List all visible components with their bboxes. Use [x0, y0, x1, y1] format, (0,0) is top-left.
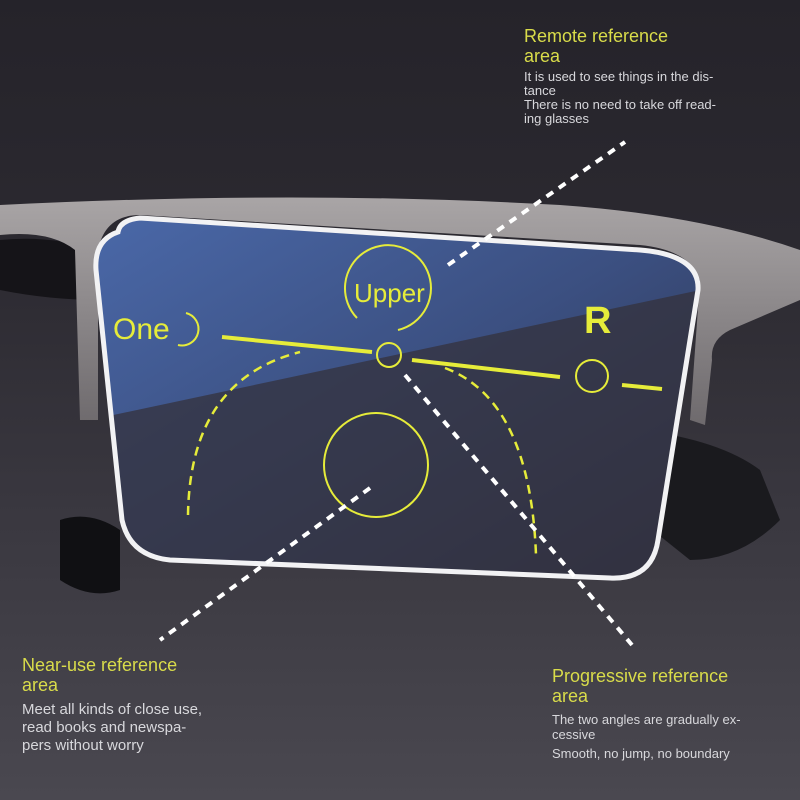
horizon-line-right — [411, 358, 561, 379]
near-desc-line2: read books and newspa- — [22, 719, 187, 736]
remote-desc-line3: There is no need to take off read- — [524, 97, 716, 112]
near-use-reference-callout: Near-use reference area Meet all kinds o… — [22, 655, 202, 755]
remote-desc-line1: It is used to see things in the dis- — [524, 69, 714, 84]
progressive-desc-line3: Smooth, no jump, no boundary — [552, 746, 730, 761]
progressive-title-line1: Progressive reference — [552, 666, 729, 686]
center-point-circle — [376, 342, 402, 368]
remote-leader-line — [446, 140, 627, 267]
lens-lower-zone — [95, 290, 699, 579]
remote-title-line1: Remote reference — [524, 26, 669, 46]
remote-desc-line2: tance — [524, 83, 556, 98]
near-leader-line — [158, 486, 372, 642]
progressive-title-line2: area — [552, 686, 589, 706]
nose-pad-shadow — [640, 430, 780, 560]
temple-shadow — [0, 238, 100, 300]
lens-rim — [93, 215, 701, 581]
remote-reference-callout: Remote reference area It is used to see … — [524, 26, 716, 126]
upper-circle — [343, 244, 432, 331]
near-title-line2: area — [22, 675, 59, 695]
near-desc-line3: pers without worry — [22, 737, 144, 754]
remote-desc-line4: ing glasses — [524, 111, 590, 126]
near-zone-circle — [323, 412, 429, 518]
one-circle — [177, 312, 200, 347]
glasses-frame — [0, 197, 800, 425]
label-r: R — [584, 300, 612, 342]
near-title-line1: Near-use reference — [22, 655, 178, 675]
hinge-shadow — [60, 516, 120, 594]
left-dashed-arc — [186, 350, 301, 516]
right-point-circle — [575, 359, 609, 393]
near-desc-line1: Meet all kinds of close use, — [22, 701, 203, 718]
horizon-line-end — [621, 383, 663, 391]
progressive-desc-line1: The two angles are gradually ex- — [552, 712, 741, 727]
label-upper: Upper — [354, 278, 425, 308]
progressive-desc-line2: cessive — [552, 727, 596, 742]
remote-title-line2: area — [524, 46, 561, 66]
right-dashed-arc — [444, 366, 538, 556]
horizon-line-left — [221, 335, 373, 354]
label-one: One — [113, 313, 170, 346]
progressive-reference-callout: Progressive reference area The two angle… — [552, 666, 741, 761]
